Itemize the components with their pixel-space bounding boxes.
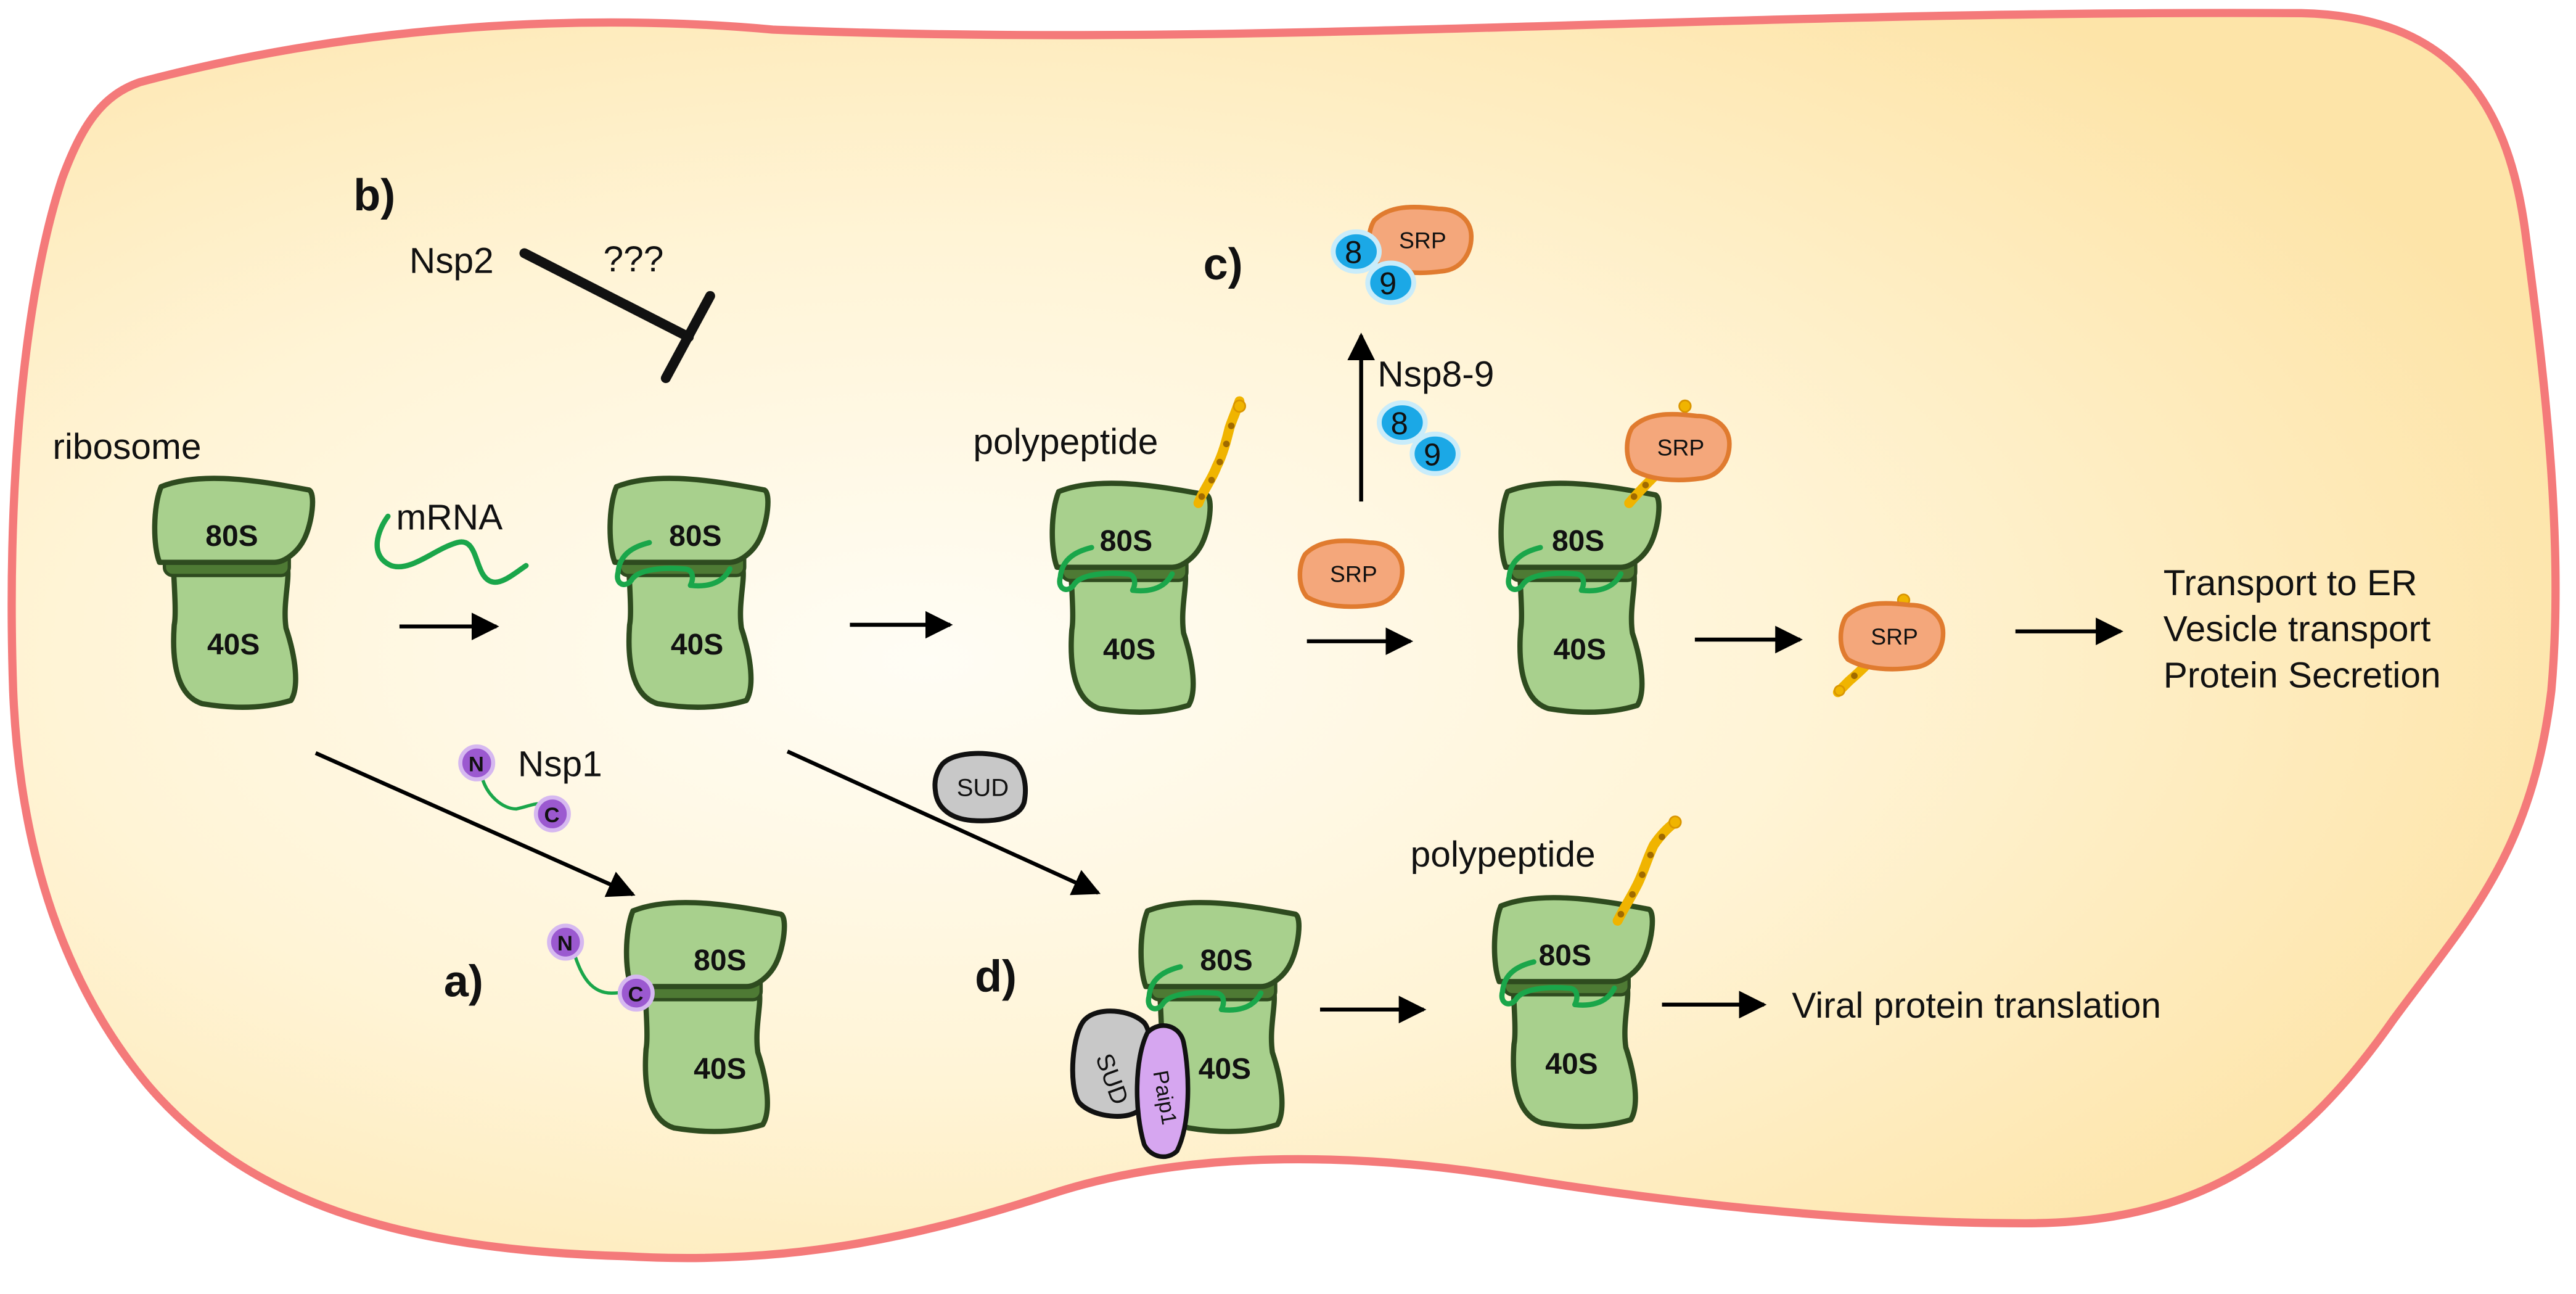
polypeptide-label-bottom: polypeptide [1411,835,1596,875]
free-ribosome-80s: 80S [205,520,258,553]
sud-paip1-ribosome: 80S 40S [1141,902,1299,1131]
nsp2-inhibition-bar [660,291,715,384]
srp-on-ribosome: SRP [1627,414,1729,480]
ribosome-mrna-80s: 80S [669,520,721,553]
arrow-to-nsp1-binding [314,751,636,897]
mrna-strand [374,513,529,585]
srp-polypeptide-complex: SRP [1832,593,1943,698]
elongating-ribosome: 80S 40S [1052,484,1210,712]
outcome-vesicle-transport: Vesicle transport [2164,609,2431,649]
arrow-to-sud-binding [786,749,1101,896]
nsp1-bound-ribosome: 80S 40S [626,902,784,1131]
outcome-transport-er: Transport to ER [2164,563,2418,603]
sud-ribosome-80s: 80S [1200,944,1252,977]
panel-label-d: d) [975,952,1017,1001]
srp-ribosome-80s: 80S [1552,525,1604,558]
nsp1-free-n-terminus: N [469,752,484,776]
nsp1-free: N C [458,744,571,833]
nsp1-ribosome-80s: 80S [694,944,746,977]
polypeptide-chain-top [1193,396,1247,508]
sud-bound: SUD [1070,1008,1154,1119]
nsp9-number-top: 9 [1379,266,1397,301]
viral-translation-ribosome: 80S 40S [1495,897,1652,1126]
polypeptide-chain-bottom [1612,815,1682,926]
nsp9-number-near-arrow: 9 [1424,437,1441,472]
sud-free-label: SUD [957,774,1009,801]
srp-free: SRP [1300,541,1402,607]
nsp1-label: Nsp1 [518,744,602,784]
polypeptide-label-top: polypeptide [973,422,1158,462]
panel-label-a: a) [444,957,483,1006]
paip1-bound: Paip1 [1134,1023,1191,1159]
nsp8-9-complex-near-arrow: 8 9 [1376,400,1461,476]
free-ribosome: 80S 40S [155,479,313,707]
srp-on-ribosome-label: SRP [1657,434,1705,460]
outcome-viral-translation: Viral protein translation [1792,986,2161,1026]
sud-free: SUD [935,754,1025,821]
outcome-protein-secretion: Protein Secretion [2164,655,2441,695]
srp-ribosome-40s: 40S [1554,633,1606,666]
panel-label-c: c) [1204,240,1243,289]
viral-ribosome-40s: 40S [1545,1048,1598,1081]
ribosome-mrna-40s: 40S [671,628,723,661]
srp-free-label: SRP [1330,561,1377,587]
nsp1-ribosome-40s: 40S [694,1053,746,1086]
elongating-ribosome-80s: 80S [1100,525,1152,558]
nsp8-9-label: Nsp8-9 [1377,354,1494,394]
nsp1-free-c-terminus: C [544,804,560,827]
nsp1-bound-c-terminus: C [628,983,644,1006]
nsp2-label: Nsp2 [409,241,494,281]
panel-label-b: b) [353,171,395,220]
srp-bound-ribosome: 80S 40S [1501,484,1659,712]
srp-complex-label: SRP [1399,228,1446,253]
srp-nsp8-9-complex: SRP 8 9 [1331,207,1471,305]
nsp8-number-near-arrow: 8 [1391,406,1408,441]
nsp1-bound-n-terminus: N [557,932,573,955]
free-ribosome-40s: 40S [207,628,260,661]
ribosome-label: ribosome [52,427,201,467]
nsp8-number-top: 8 [1345,235,1362,270]
nsp1-bound: N C [547,923,655,1012]
mrna-label: mRNA [396,497,503,537]
nsp2-inhibition-line [519,248,694,342]
elongating-ribosome-40s: 40S [1103,633,1155,666]
sud-ribosome-40s: 40S [1199,1053,1251,1086]
viral-ribosome-80s: 80S [1539,939,1591,972]
ribosome-with-mrna: 80S 40S [610,479,768,707]
srp-released-label: SRP [1871,624,1918,649]
unknown-mechanism-label: ??? [604,239,664,279]
